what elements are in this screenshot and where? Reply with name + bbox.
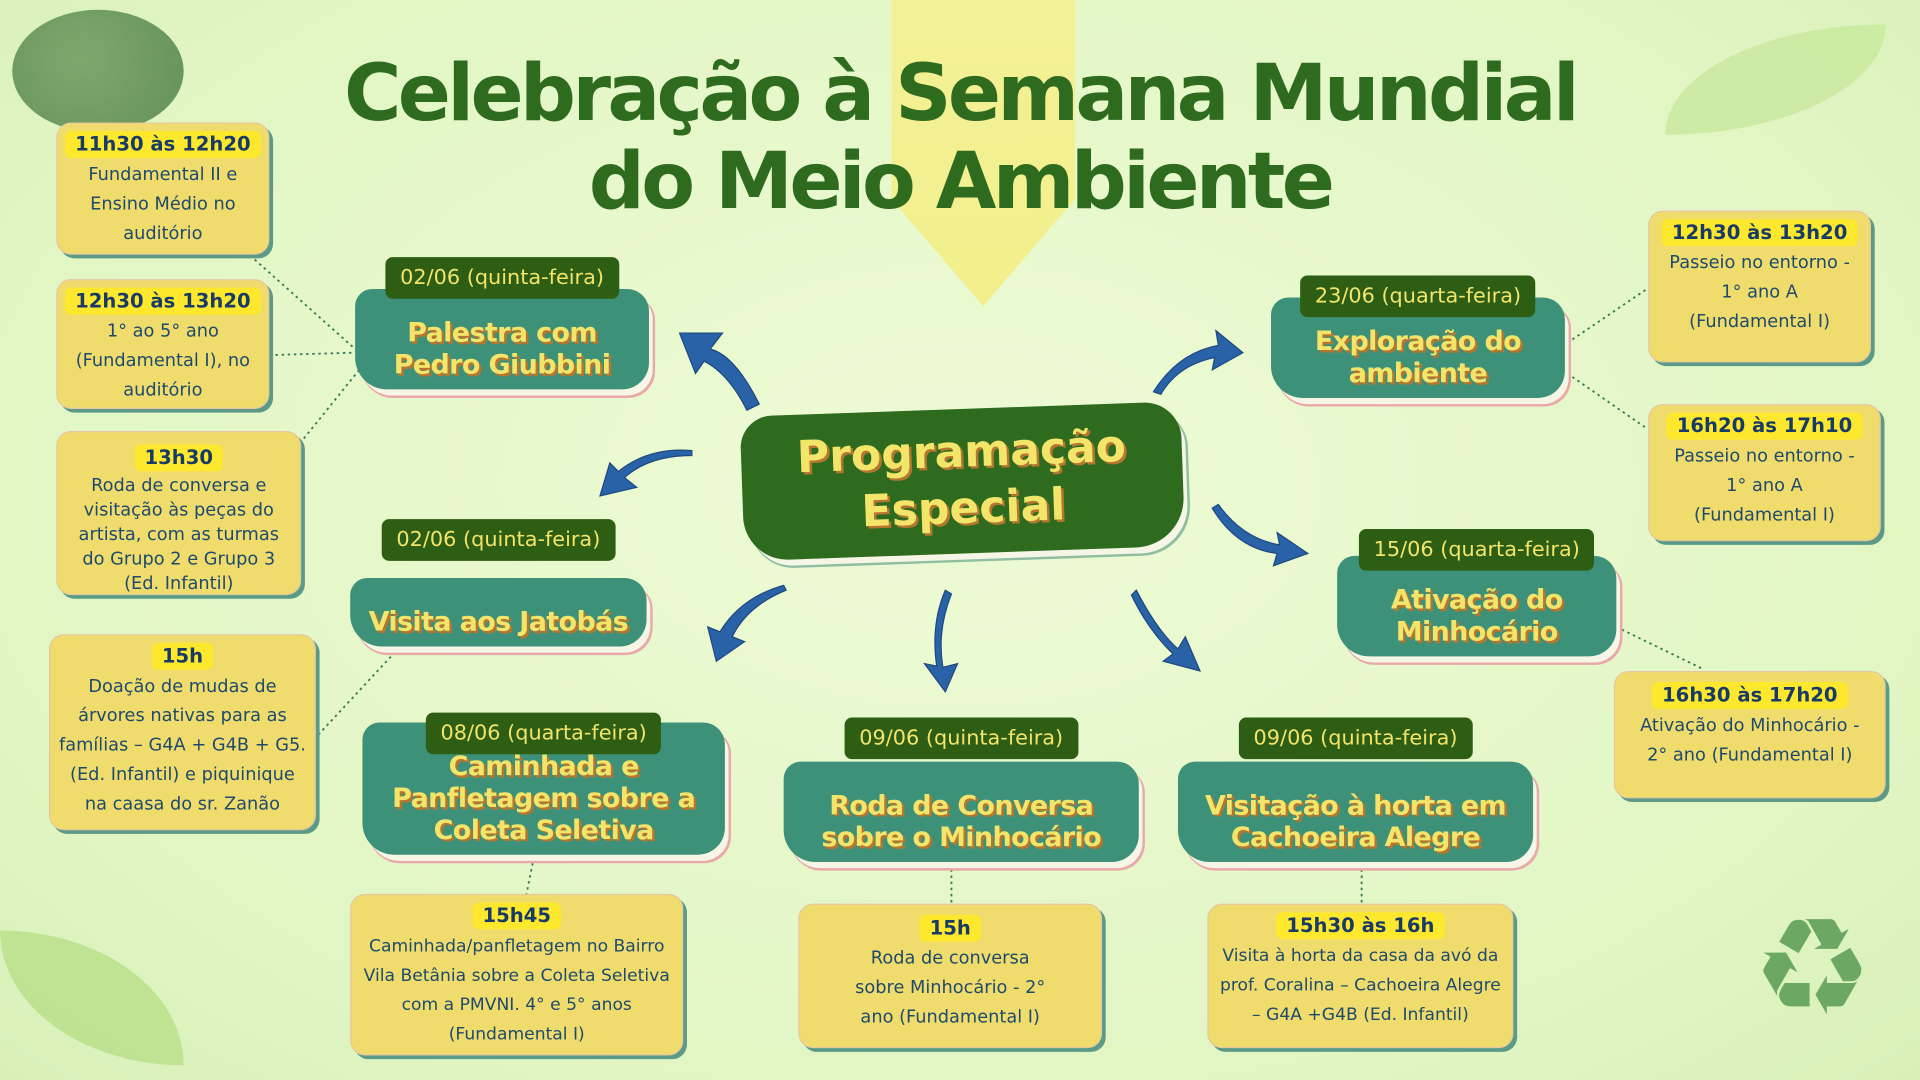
connector-line — [1566, 288, 1648, 344]
card-text: Visita à horta da casa da avó da prof. C… — [1219, 946, 1501, 1025]
event-title: Visita aos Jatobás — [368, 607, 629, 638]
arrow-icon — [923, 589, 959, 694]
schedule-card: 12h30 às 13h20 1° ao 5° ano (Fundamental … — [56, 279, 270, 409]
center-title-line1: Programação — [796, 421, 1127, 484]
event-title: Exploração do ambiente — [1314, 326, 1522, 390]
card-time: 11h30 às 12h20 — [65, 131, 261, 158]
event-title: Palestra com Pedro Giubbini — [393, 318, 611, 381]
card-time: 15h45 — [472, 902, 561, 930]
card-time: 15h — [919, 914, 981, 942]
event-exploracao: 23/06 (quarta-feira) Exploração do ambie… — [1271, 275, 1565, 398]
card-text: Caminhada/panfletagem no Bairro Vila Bet… — [363, 936, 670, 1045]
page-subtitle: do Meio Ambiente — [588, 137, 1335, 228]
card-time: 15h30 às 16h — [1276, 912, 1445, 940]
connector-line — [1615, 626, 1703, 670]
center-title-line2: Especial — [860, 480, 1067, 538]
card-time: 13h30 — [134, 444, 223, 472]
recycle-icon: ♻ — [1751, 888, 1873, 1046]
card-text: Fundamental II e Ensino Médio no auditór… — [88, 165, 238, 244]
connector-line — [254, 258, 356, 350]
event-date: 02/06 (quinta-feira) — [385, 257, 619, 299]
event-title: Visitação à horta em Cachoeira Alegre — [1204, 791, 1507, 854]
arrow-icon — [1130, 589, 1202, 672]
event-jatobas: 02/06 (quinta-feira) Visita aos Jatobás — [350, 519, 647, 647]
connector-line — [299, 366, 362, 444]
card-time: 16h30 às 17h20 — [1652, 682, 1848, 709]
card-text: 1° ao 5° ano (Fundamental I), no auditór… — [75, 322, 251, 401]
connector-line — [317, 648, 399, 736]
event-palestra: 02/06 (quinta-feira) Palestra com Pedro … — [355, 257, 649, 390]
event-date: 02/06 (quinta-feira) — [381, 519, 616, 561]
connector-line — [1566, 372, 1648, 430]
card-text: Roda de conversa sobre Minhocário - 2° a… — [855, 948, 1046, 1028]
card-time: 12h30 às 13h20 — [1662, 219, 1858, 247]
card-text: Doação de mudas de árvores nativas para … — [58, 677, 306, 815]
card-text: Passeio no entorno - 1° ano A (Fundament… — [1674, 446, 1855, 526]
arrow-icon — [678, 332, 761, 412]
arrow-icon — [706, 584, 787, 663]
event-date: 09/06 (quinta-feira) — [844, 717, 1078, 760]
event-date: 09/06 (quinta-feira) — [1238, 717, 1473, 760]
event-title: Caminhada e Panfletagem sobre a Coleta S… — [392, 751, 696, 847]
arrow-icon — [599, 449, 693, 497]
card-text: Roda de conversa e visitação às peças do… — [78, 476, 279, 594]
card-text: Passeio no entorno - 1° ano A (Fundament… — [1669, 253, 1850, 332]
event-date: 23/06 (quarta-feira) — [1300, 275, 1536, 318]
center-title: Programação Especial — [739, 401, 1186, 562]
event-caminhada: 08/06 (quarta-feira) Caminhada e Panflet… — [362, 712, 725, 855]
event-date: 15/06 (quarta-feira) — [1358, 528, 1595, 571]
event-roda-conversa: 09/06 (quinta-feira) Roda de Conversa so… — [783, 717, 1139, 863]
event-horta: 09/06 (quinta-feira) Visitação à horta e… — [1177, 717, 1534, 863]
connector-line — [269, 351, 356, 357]
event-title: Roda de Conversa sobre o Minhocário — [821, 791, 1102, 854]
card-time: 15h — [152, 642, 213, 670]
globe-icon — [12, 9, 184, 133]
event-title: Ativação do Minhocário — [1390, 585, 1563, 648]
card-time: 16h20 às 17h10 — [1666, 412, 1863, 440]
event-minhocario: 15/06 (quarta-feira) Ativação do Minhocá… — [1337, 528, 1617, 657]
arrow-icon — [1211, 503, 1310, 567]
arrow-icon — [1152, 329, 1244, 396]
page-title: Celebração à Semana Mundial — [343, 48, 1580, 140]
connector-line — [525, 856, 535, 895]
event-date: 08/06 (quarta-feira) — [425, 712, 662, 755]
card-time: 12h30 às 13h20 — [65, 287, 261, 315]
card-text: Ativação do Minhocário - 2° ano (Fundame… — [1640, 716, 1860, 766]
